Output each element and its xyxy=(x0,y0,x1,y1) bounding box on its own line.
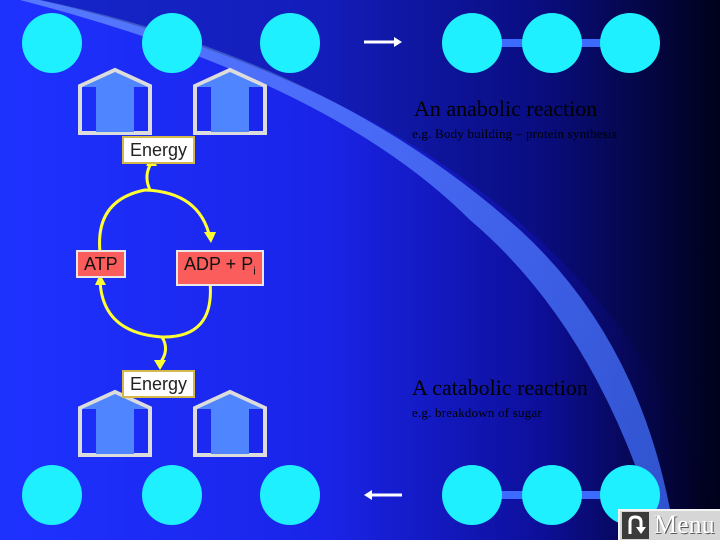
u-turn-arrow-icon xyxy=(622,512,649,539)
molecule xyxy=(442,13,502,73)
menu-label: Menu xyxy=(654,510,715,539)
u-turn-arrow-glyph xyxy=(628,515,646,534)
arrowhead-icon xyxy=(204,232,216,243)
cycle-arc-top xyxy=(98,188,212,253)
cycle-arc-bottom xyxy=(98,279,212,339)
anabolic-example: e.g. Body building – protein synthesis xyxy=(412,126,618,141)
up-arrow-icon-bottom-left xyxy=(78,389,152,457)
catabolic-title: A catabolic reaction xyxy=(412,375,588,400)
right-arrow-icon xyxy=(364,37,402,47)
adp-label: ADP + Pi xyxy=(176,250,264,286)
arrowhead-icon xyxy=(154,360,166,370)
top-molecule-chain-product xyxy=(442,13,660,73)
molecule xyxy=(600,13,660,73)
anabolic-title: An anabolic reaction xyxy=(414,96,598,121)
molecule xyxy=(22,465,82,525)
energy-label-bottom: Energy xyxy=(122,370,196,398)
molecule xyxy=(22,13,82,73)
molecule xyxy=(442,465,502,525)
adp-subscript: i xyxy=(253,265,256,278)
molecule xyxy=(522,465,582,525)
bottom-molecules-products xyxy=(22,465,320,525)
atp-label: ATP xyxy=(76,250,126,278)
menu-button[interactable]: Menu xyxy=(618,509,720,540)
decorative-swoosh xyxy=(20,0,672,540)
top-molecules-reactants xyxy=(22,13,320,73)
up-arrow-icon-bottom-right xyxy=(193,389,267,457)
catabolic-example: e.g. breakdown of sugar xyxy=(412,405,542,420)
left-arrow-icon xyxy=(364,490,402,500)
molecule xyxy=(260,13,320,73)
up-arrow-icon-top-right xyxy=(193,67,267,135)
molecule xyxy=(142,465,202,525)
molecule xyxy=(522,13,582,73)
adp-text: ADP + P xyxy=(184,254,254,274)
arrowhead-icon xyxy=(95,274,106,285)
energy-label-top: Energy xyxy=(122,136,196,164)
molecule xyxy=(142,13,202,73)
decorative-shade xyxy=(40,0,720,540)
up-arrow-icon-top-left xyxy=(78,67,152,135)
molecule xyxy=(260,465,320,525)
